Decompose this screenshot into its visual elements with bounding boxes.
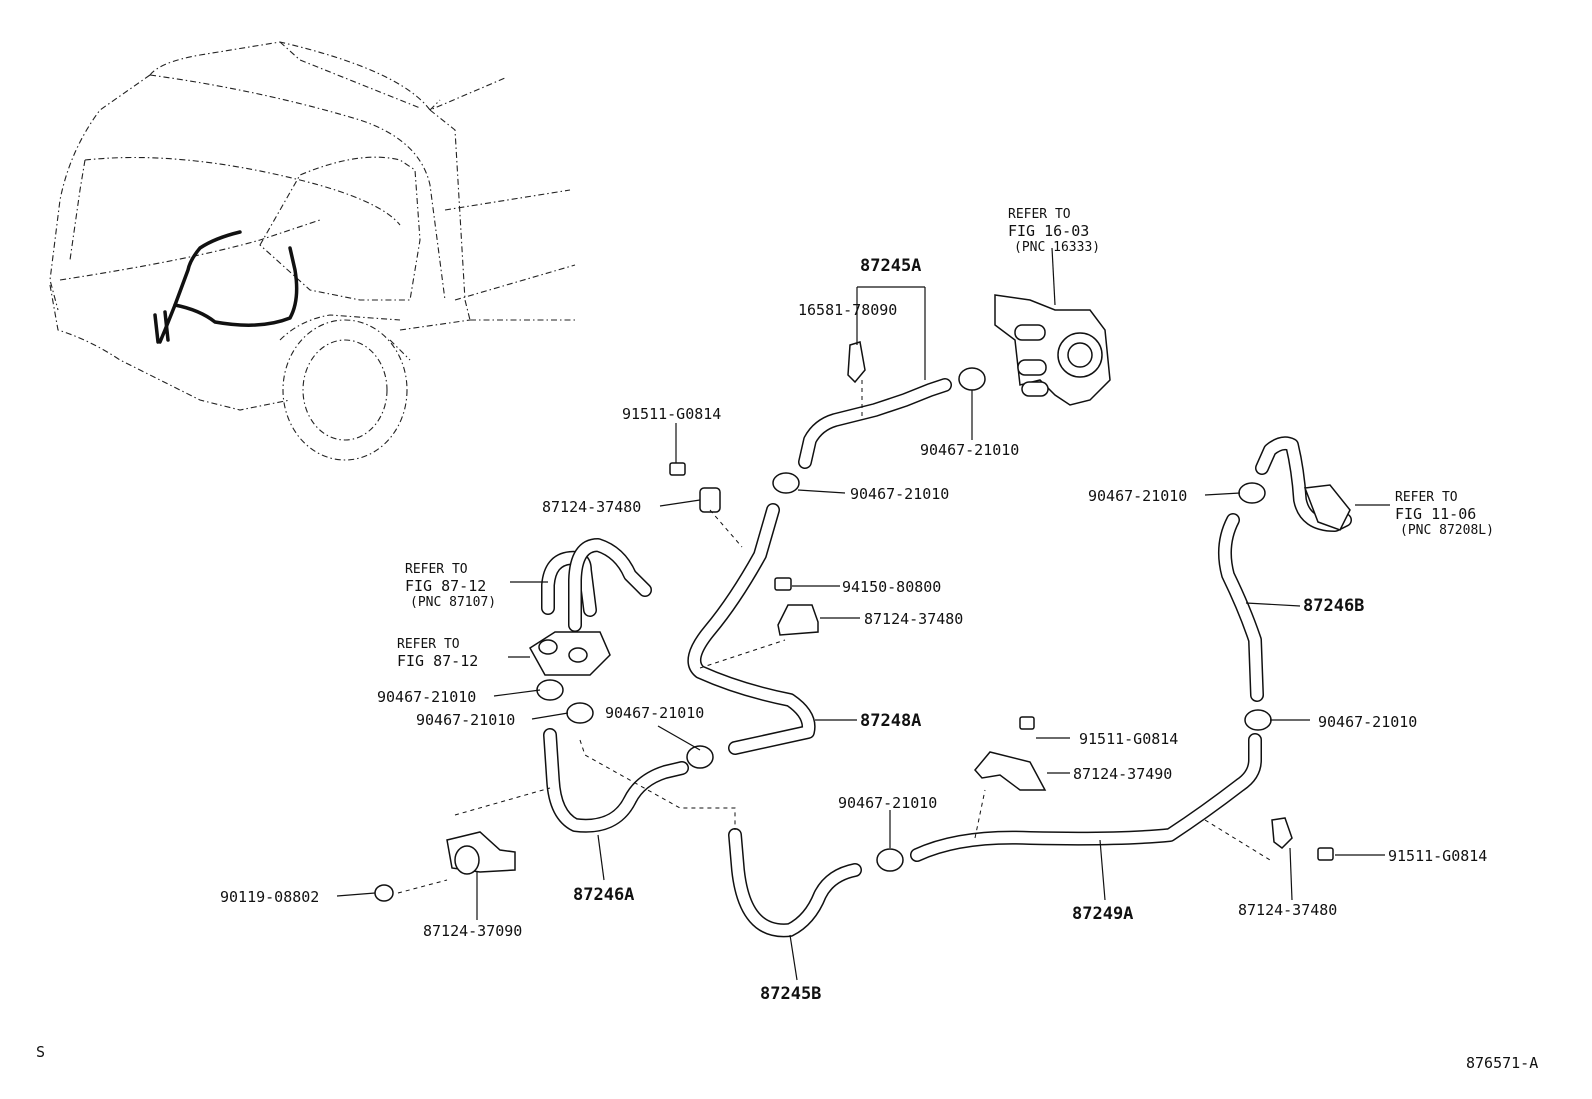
label-90467-21010-top: 90467-21010	[920, 441, 1019, 459]
label-87124-37090: 87124-37090	[423, 922, 522, 940]
label-87248A: 87248A	[860, 711, 921, 731]
part-labels: 87245A 16581-78090 90467-21010 90467-210…	[220, 256, 1487, 1004]
label-91511-G0814-left: 91511-G0814	[622, 405, 721, 423]
reference-notes: REFER TO FIG 16-03 (PNC 16333) REFER TO …	[397, 207, 1494, 670]
label-90467-21010-right-low: 90467-21010	[1318, 713, 1417, 731]
svg-text:(PNC 87208L): (PNC 87208L)	[1400, 523, 1494, 538]
label-16581-78090: 16581-78090	[798, 301, 897, 319]
svg-text:REFER TO: REFER TO	[1008, 207, 1071, 222]
svg-text:REFER TO: REFER TO	[1395, 490, 1458, 505]
label-90119-08802: 90119-08802	[220, 888, 319, 906]
svg-text:FIG 11-06: FIG 11-06	[1395, 505, 1476, 523]
label-91511-G0814-right: 91511-G0814	[1388, 847, 1487, 865]
label-87246B: 87246B	[1303, 596, 1364, 616]
figure-id: 876571-A	[1466, 1054, 1538, 1072]
label-90467-21010-mid: 90467-21010	[850, 485, 949, 503]
label-90467-21010-d: 90467-21010	[838, 794, 937, 812]
svg-text:FIG 87-12: FIG 87-12	[397, 652, 478, 670]
label-90467-21010-b: 90467-21010	[416, 711, 515, 729]
label-87124-37480-right: 87124-37480	[1238, 901, 1337, 919]
svg-text:(PNC 87107): (PNC 87107)	[410, 595, 496, 610]
label-87124-37480-mid: 87124-37480	[864, 610, 963, 628]
label-94150-80800: 94150-80800	[842, 578, 941, 596]
svg-text:FIG 87-12: FIG 87-12	[405, 577, 486, 595]
hoses	[541, 378, 1352, 938]
left-mark: S	[36, 1043, 45, 1061]
label-90467-21010-c: 90467-21010	[605, 704, 704, 722]
label-87245B: 87245B	[760, 984, 821, 1004]
label-87124-37490: 87124-37490	[1073, 765, 1172, 783]
ref-fig-16-03: REFER TO FIG 16-03 (PNC 16333)	[1008, 207, 1100, 255]
leader-lines	[336, 247, 1390, 981]
ref-fig-87-12-b: REFER TO FIG 87-12	[397, 637, 478, 670]
label-87246A: 87246A	[573, 885, 634, 905]
label-90467-21010-right-top: 90467-21010	[1088, 487, 1187, 505]
dashed-lines	[397, 380, 1271, 894]
label-87245A: 87245A	[860, 256, 921, 276]
label-87249A: 87249A	[1072, 904, 1133, 924]
label-87124-37480-left: 87124-37480	[542, 498, 641, 516]
parts	[374, 294, 1351, 902]
svg-text:REFER TO: REFER TO	[405, 562, 468, 577]
label-90467-21010-a: 90467-21010	[377, 688, 476, 706]
truck-illustration	[49, 41, 576, 461]
label-91511-G0814-mid: 91511-G0814	[1079, 730, 1178, 748]
svg-text:(PNC 16333): (PNC 16333)	[1014, 240, 1100, 255]
svg-text:FIG 16-03: FIG 16-03	[1008, 222, 1089, 240]
svg-text:REFER TO: REFER TO	[397, 637, 460, 652]
ref-fig-87-12-a: REFER TO FIG 87-12 (PNC 87107)	[405, 562, 496, 610]
ref-fig-11-06: REFER TO FIG 11-06 (PNC 87208L)	[1395, 490, 1494, 538]
